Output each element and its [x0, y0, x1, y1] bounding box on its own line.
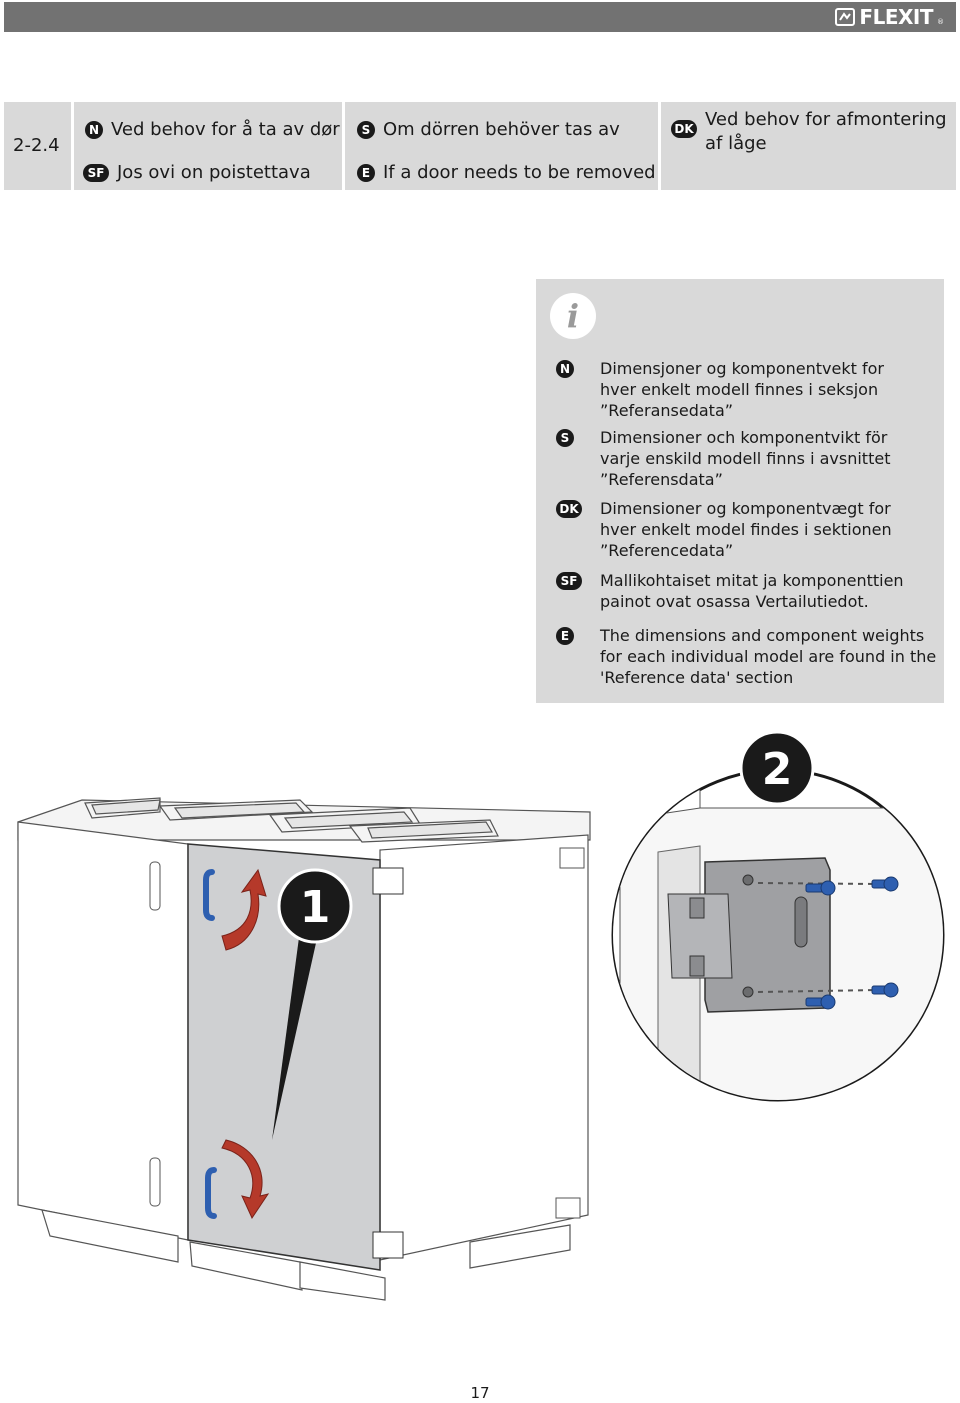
lang-badge-dk: DK [556, 500, 582, 518]
lang-badge-s: S [556, 429, 574, 447]
unit-right-body [379, 834, 589, 1261]
note-line: ”Referencedata” [600, 541, 734, 560]
zoom-content [613, 789, 943, 1100]
note-e: E The dimensions and component weights f… [556, 625, 940, 688]
door-removal-illustration: 1 2 [17, 730, 945, 1301]
left-handle-top [149, 861, 161, 911]
note-line: ”Referensdata” [600, 470, 723, 489]
header-cell-s-e [345, 102, 658, 190]
header-row-s: S Om dörren behöver tas av [357, 119, 620, 140]
hinge-rear-top [559, 847, 585, 869]
lang-badge-n: N [85, 120, 103, 139]
hinge-rear-bottom [555, 1197, 581, 1219]
unit-top [17, 797, 591, 843]
brand-name: FLEXIT [859, 5, 933, 29]
brand-logo: FLEXIT ® [835, 6, 944, 28]
note-line: Dimensjoner og komponentvekt for [600, 359, 884, 378]
door-handle-bottom-icon [205, 1167, 217, 1219]
page-number: 17 [470, 1384, 490, 1402]
note-line: Dimensioner och komponentvikt för [600, 428, 888, 447]
header-title-sf: Jos ovi on poistettava [117, 162, 311, 183]
note-n: N Dimensjoner og komponentvekt for hver … [556, 358, 940, 421]
step-2-badge [739, 730, 815, 806]
header-title-dk-line2: af låge [705, 133, 767, 154]
unit-left-panel [17, 821, 189, 1241]
door-hinge-top [372, 867, 404, 895]
note-line: Dimensioner og komponentvægt for [600, 499, 891, 518]
header-title-s: Om dörren behöver tas av [383, 119, 620, 140]
door-handle-top-icon [203, 869, 215, 921]
note-line: 'Reference data' section [600, 668, 794, 687]
note-line: varje enskild modell finns i avsnittet [600, 449, 891, 468]
info-panel: i N Dimensjoner og komponentvekt for hve… [536, 279, 944, 703]
header-cell-n-sf [74, 102, 342, 190]
header-row-e: E If a door needs to be removed [357, 162, 656, 183]
unit-feet [41, 1209, 571, 1301]
step-1-badge [277, 868, 353, 944]
header-title-dk-line1: Ved behov for afmontering [705, 109, 947, 130]
lang-badge-s: S [357, 120, 375, 139]
lang-badge-sf: SF [83, 163, 109, 182]
note-dk: DK Dimensioner og komponentvægt for hver… [556, 498, 940, 561]
lift-arrow-up-icon [221, 868, 267, 951]
note-line: for each individual model are found in t… [600, 647, 937, 666]
header-row-dk: DK Ved behov for afmontering af låge [671, 108, 947, 156]
header-title-e: If a door needs to be removed [383, 162, 656, 183]
note-line: ”Referansedata” [600, 401, 734, 420]
header-cell-dk [661, 102, 956, 190]
section-number-cell: 2-2.4 [4, 102, 71, 190]
note-line: The dimensions and component weights [600, 626, 925, 645]
header-title-n: Ved behov for å ta av dør [111, 119, 340, 140]
lang-badge-n: N [556, 360, 574, 378]
note-sf: SF Mallikohtaiset mitat ja komponenttien… [556, 570, 940, 612]
note-s: S Dimensioner och komponentvikt för varj… [556, 427, 940, 490]
lang-badge-e: E [556, 627, 574, 645]
note-line: hver enkelt modell finnes i seksjon [600, 380, 879, 399]
lift-arrow-down-icon [221, 1139, 270, 1220]
lang-badge-dk: DK [671, 120, 697, 138]
top-bar: FLEXIT ® [4, 2, 956, 32]
lang-badge-sf: SF [556, 572, 582, 590]
hinge-slot [794, 896, 808, 948]
note-line: painot ovat osassa Vertailutiedot. [600, 592, 869, 611]
step-2-number: 2 [762, 744, 793, 795]
header-row-sf: SF Jos ovi on poistettava [83, 162, 311, 183]
flexit-logo-icon [835, 8, 856, 26]
note-line: Mallikohtaiset mitat ja komponenttien [600, 571, 904, 590]
step-1-number: 1 [300, 882, 331, 933]
door-hinge-bottom [372, 1231, 404, 1259]
left-handle-bottom [149, 1157, 161, 1207]
step-1-pointer [272, 930, 318, 1140]
lang-badge-e: E [357, 163, 375, 182]
screw-icon [805, 876, 899, 1010]
note-line: hver enkelt model findes i sektionen [600, 520, 892, 539]
info-icon: i [550, 293, 596, 339]
section-number: 2-2.4 [13, 135, 60, 156]
brand-mark: ® [937, 18, 944, 26]
header-row-n: N Ved behov for å ta av dør [85, 119, 340, 140]
